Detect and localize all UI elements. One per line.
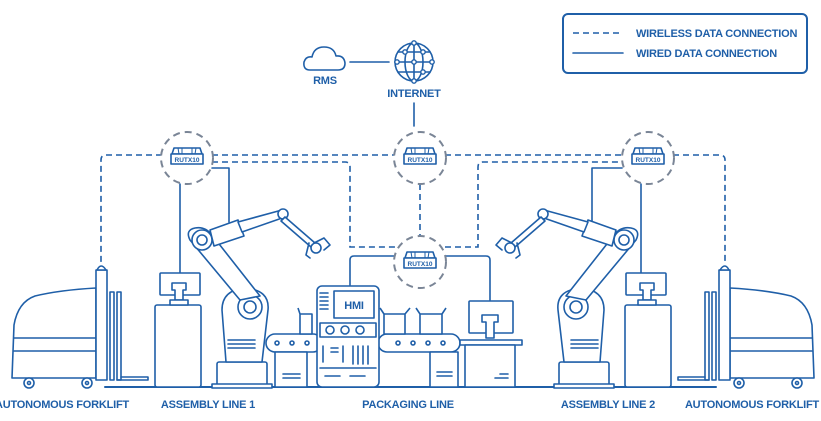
- rms-label: RMS: [313, 75, 337, 87]
- label-assembly-line-1: ASSEMBLY LINE 1: [161, 399, 255, 411]
- label-forklift-left: AUTONOMOUS FORKLIFT: [0, 399, 130, 411]
- globe-icon: [394, 40, 435, 84]
- svg-text:RUTX10: RUTX10: [175, 157, 200, 164]
- packaging-line: HMI: [265, 285, 523, 388]
- legend: WIRELESS DATA CONNECTION WIRED DATA CONN…: [562, 13, 808, 74]
- label-assembly-line-2: ASSEMBLY LINE 2: [561, 399, 655, 411]
- internet-label: INTERNET: [387, 88, 441, 100]
- router-packaging: RUTX10: [393, 235, 447, 289]
- label-forklift-right: AUTONOMOUS FORKLIFT: [685, 399, 820, 411]
- router-right: RUTX10: [621, 131, 675, 185]
- label-packaging-line: PACKAGING LINE: [362, 399, 454, 411]
- legend-wired-label: WIRED DATA CONNECTION: [636, 48, 777, 60]
- forklift-right: [677, 265, 815, 389]
- forklift-left: [11, 265, 149, 389]
- wired-links: [179, 167, 642, 301]
- assembly-line-2: [495, 208, 672, 389]
- hmi-label: HMI: [344, 300, 364, 312]
- wireless-links: [100, 154, 726, 262]
- router-internet: RUTX10: [393, 131, 447, 185]
- router-left: RUTX10: [160, 131, 214, 185]
- legend-wireless-label: WIRELESS DATA CONNECTION: [636, 28, 797, 40]
- svg-text:RUTX10: RUTX10: [636, 157, 661, 164]
- cloud-icon: [303, 46, 346, 71]
- svg-text:RUTX10: RUTX10: [408, 261, 433, 268]
- svg-text:RUTX10: RUTX10: [408, 157, 433, 164]
